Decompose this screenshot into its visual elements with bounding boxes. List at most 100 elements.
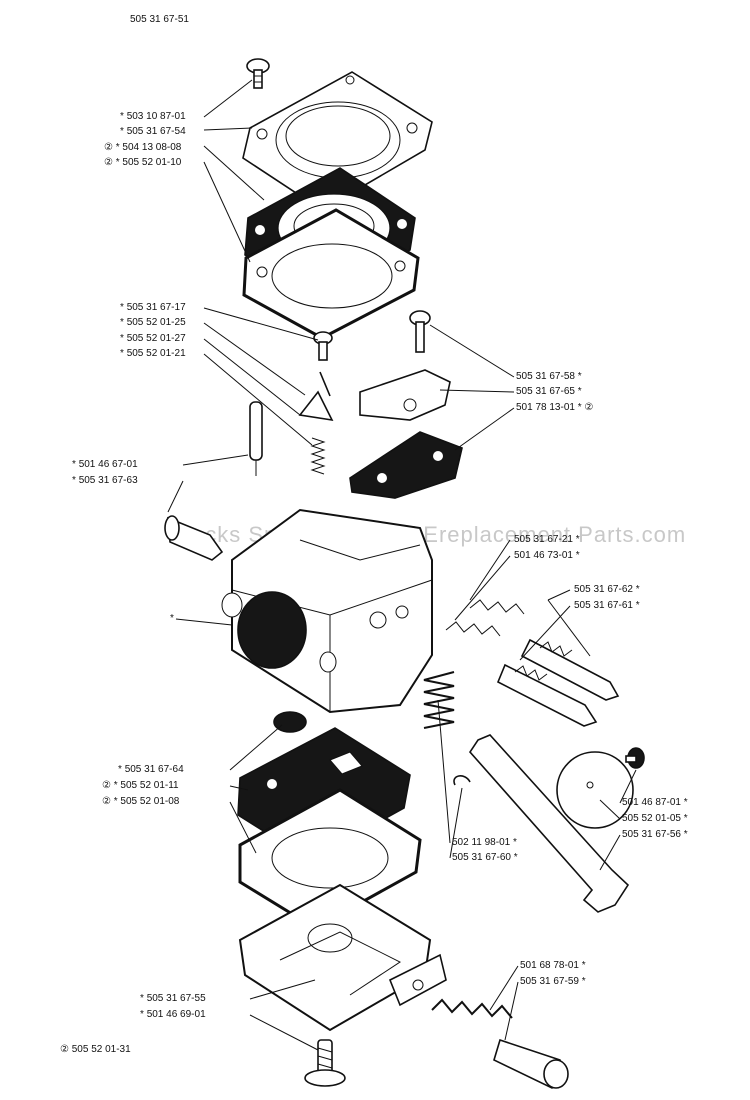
label-504-13-08-08: ② * 504 13 08-08: [104, 142, 181, 154]
label-mark: *: [120, 333, 124, 344]
lever-screw: [313, 331, 333, 361]
label-501-46-67-01: * 501 46 67-01: [72, 459, 138, 471]
carburetor-body: [221, 508, 433, 714]
label-505-31-67-63: * 505 31 67-63: [72, 475, 138, 487]
cover-screw: [409, 310, 431, 353]
label-mark: *: [512, 837, 517, 848]
leader-lines-left: [167, 79, 319, 1051]
label-501-46-69-01: * 501 46 69-01: [140, 1009, 206, 1021]
adjusting-screw-h: [520, 599, 620, 701]
label-mark: *: [120, 111, 124, 122]
label-mark: *: [683, 797, 688, 808]
label-502-11-98-01: 502 11 98-01 *: [452, 837, 517, 849]
part-number: 501 46 69-01: [146, 1009, 206, 1020]
part-number: 505 52 01-05: [622, 813, 681, 824]
label-505-31-67-65: 505 31 67-65 *: [516, 386, 582, 398]
pump-gasket: [242, 208, 420, 340]
part-number: 505 52 01-08: [120, 796, 180, 807]
part-number: 505 31 67-17: [126, 302, 186, 313]
part-number: 505 31 67-58: [516, 371, 575, 382]
fuel-fitting: [164, 515, 224, 561]
metering-gasket-lower: [238, 788, 422, 930]
label-505-31-67-64: * 505 31 67-64: [118, 764, 184, 776]
part-number: 505 31 67-59: [520, 976, 579, 987]
part-number: 505 31 67-63: [78, 475, 138, 486]
label-mark: ② *: [104, 142, 120, 153]
retaining-clip: [453, 775, 471, 786]
label-505-31-67-61: 505 31 67-61 *: [574, 600, 640, 612]
label-mark: *: [513, 852, 518, 863]
label-mark: *: [575, 534, 580, 545]
metering-cover: [238, 883, 447, 1032]
label-501-78-13-01: 501 78 13-01 * ②: [516, 402, 593, 414]
part-number: 501 78 13-01: [516, 402, 575, 413]
label-501-68-78-01: 501 68 78-01 *: [520, 960, 586, 972]
label-505-31-67-17: * 505 31 67-17: [120, 302, 186, 314]
label-mark: *: [72, 459, 76, 470]
label-505-52-01-27: * 505 52 01-27: [120, 333, 186, 345]
part-number: 505 31 67-21: [514, 534, 573, 545]
idle-screw: [493, 1038, 569, 1089]
part-number: 502 11 98-01: [452, 837, 511, 848]
throttle-spring: [423, 671, 455, 729]
label-505-31-67-21: 505 31 67-21 *: [514, 534, 580, 546]
label-mark: *: [635, 584, 640, 595]
label-mark: ② *: [102, 796, 118, 807]
label-mark: *: [140, 1009, 144, 1020]
part-number: 505 52 01-25: [126, 317, 186, 328]
part-number: 505 31 67-64: [124, 764, 184, 775]
label-505-52-01-25: * 505 52 01-25: [120, 317, 186, 329]
part-number: 505 31 67-65: [516, 386, 575, 397]
label-505-31-67-56: 505 31 67-56 *: [622, 829, 688, 841]
part-number: 505 31 67-55: [146, 993, 206, 1004]
lever-spring: [310, 437, 326, 475]
metering-plate: [359, 369, 451, 421]
diagram-number: 505 31 67-51: [130, 14, 189, 25]
label-mark: *: [120, 302, 124, 313]
label-505-31-67-60: 505 31 67-60 *: [452, 852, 518, 864]
label-505-31-67-59: 505 31 67-59 *: [520, 976, 586, 988]
label-mark: *: [635, 600, 640, 611]
part-number: 501 46 87-01: [622, 797, 681, 808]
label-505-52-01-05: 505 52 01-05 *: [622, 813, 688, 825]
label-505-31-67-58: 505 31 67-58 *: [516, 371, 582, 383]
body-asterisk: *: [170, 613, 174, 624]
disc-screw: [625, 747, 645, 769]
label-505-31-67-54: * 505 31 67-54: [120, 126, 186, 138]
label-503-10-87-01: * 503 10 87-01: [120, 111, 186, 123]
label-505-52-01-10: ② * 505 52 01-10: [104, 157, 181, 169]
part-number: 505 31 67-54: [126, 126, 186, 137]
label-505-31-67-55: * 505 31 67-55: [140, 993, 206, 1005]
label-mark: *: [581, 976, 586, 987]
label-mark: *: [120, 348, 124, 359]
inlet-needle: [249, 401, 263, 476]
label-mark: *: [118, 764, 122, 775]
footnote: ② 505 52 01-31: [60, 1044, 131, 1055]
part-number: 505 31 67-56: [622, 829, 681, 840]
part-number: 503 10 87-01: [126, 111, 186, 122]
top-screw: [246, 58, 270, 89]
label-mark: *: [120, 317, 124, 328]
adjusting-screw-l: [496, 663, 598, 727]
label-mark: *: [575, 550, 580, 561]
label-mark: ② *: [102, 780, 118, 791]
part-number: 505 52 01-21: [126, 348, 186, 359]
label-mark: *: [120, 126, 124, 137]
inlet-lever: [298, 371, 334, 422]
label-505-31-67-62: 505 31 67-62 *: [574, 584, 640, 596]
part-number: 505 31 67-60: [452, 852, 511, 863]
label-mark: ② *: [104, 157, 120, 168]
part-number: 505 52 01-10: [122, 157, 182, 168]
part-number: 505 31 67-61: [574, 600, 633, 611]
label-505-52-01-21: * 505 52 01-21: [120, 348, 186, 360]
part-number: 504 13 08-08: [122, 142, 182, 153]
leader-lines-right: [429, 324, 637, 1041]
label-mark: *: [577, 386, 582, 397]
check-valve: [273, 711, 307, 733]
part-number: 501 46 73-01: [514, 550, 573, 561]
label-501-46-87-01: 501 46 87-01 *: [622, 797, 688, 809]
metering-gasket: [349, 431, 463, 499]
part-number: 505 31 67-62: [574, 584, 633, 595]
